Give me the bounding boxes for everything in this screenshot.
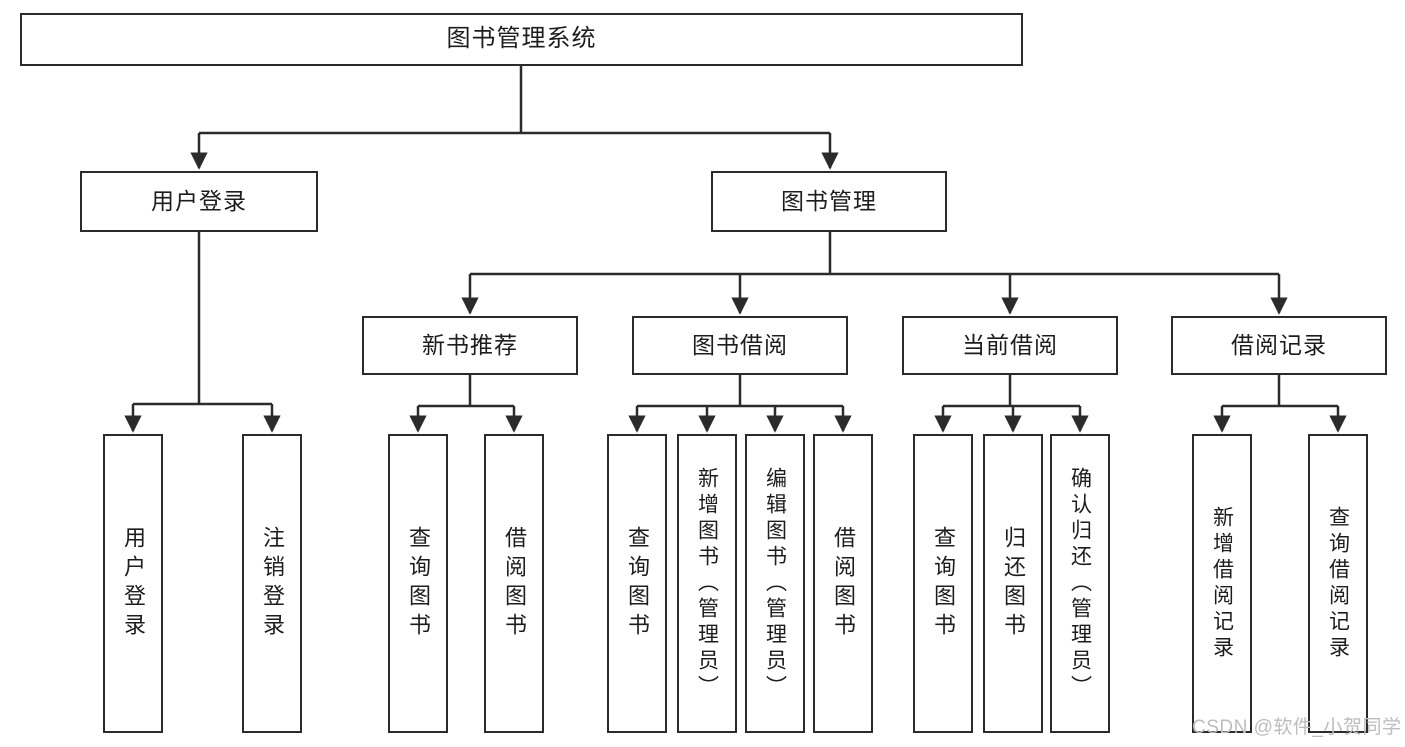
leaf-user-login[interactable]: 用户登录 (103, 434, 163, 733)
node-root-system[interactable]: 图书管理系统 (20, 13, 1023, 66)
leaf-edit-book-admin[interactable]: 编辑图书（管理员） (745, 434, 805, 733)
leaf-borrow-book[interactable]: 借阅图书 (813, 434, 873, 733)
node-book-management[interactable]: 图书管理 (711, 171, 947, 232)
leaf-query-book-borrow[interactable]: 查询图书 (607, 434, 667, 733)
leaf-logout[interactable]: 注销登录 (242, 434, 302, 733)
node-borrow-record[interactable]: 借阅记录 (1171, 316, 1387, 375)
leaf-query-borrow-record[interactable]: 查询借阅记录 (1308, 434, 1368, 733)
leaf-add-book-admin[interactable]: 新增图书（管理员） (677, 434, 737, 733)
leaf-borrow-book-recommend[interactable]: 借阅图书 (484, 434, 544, 733)
node-new-book-recommend[interactable]: 新书推荐 (362, 316, 578, 375)
node-book-borrow[interactable]: 图书借阅 (632, 316, 848, 375)
node-user-login[interactable]: 用户登录 (80, 171, 318, 232)
watermark-credit: CSDN @软件_小贺同学 (1192, 717, 1402, 738)
node-current-borrow[interactable]: 当前借阅 (902, 316, 1118, 375)
leaf-confirm-return-admin[interactable]: 确认归还（管理员） (1050, 434, 1110, 733)
leaf-return-book[interactable]: 归还图书 (983, 434, 1043, 733)
leaf-query-book-current[interactable]: 查询图书 (913, 434, 973, 733)
leaf-add-borrow-record[interactable]: 新增借阅记录 (1192, 434, 1252, 733)
leaf-query-book-recommend[interactable]: 查询图书 (388, 434, 448, 733)
